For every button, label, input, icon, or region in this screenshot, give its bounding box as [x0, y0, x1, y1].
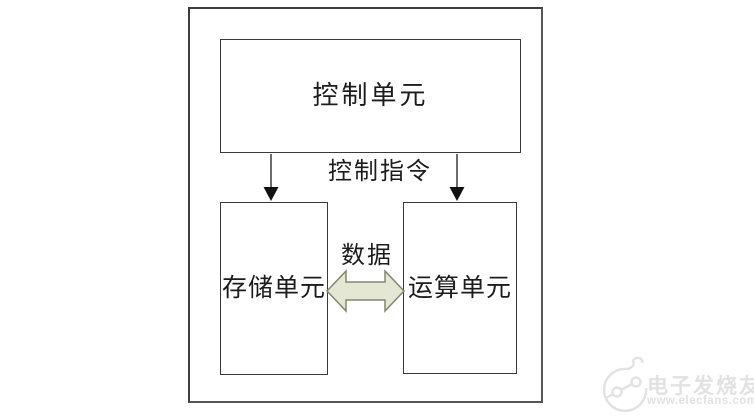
node-storage-unit-label: 存储单元: [221, 275, 326, 302]
node-control-unit-label: 控制单元: [312, 81, 429, 110]
edge-label-data: 数据: [341, 243, 393, 269]
node-compute-unit: 运算单元: [403, 202, 517, 374]
watermark: 电子发烧友 www.elecfans.com: [602, 352, 754, 414]
watermark-brand-text: 电子发烧友: [647, 375, 754, 398]
node-storage-unit: 存储单元: [220, 202, 328, 375]
elecfans-logo-icon: [602, 356, 648, 412]
watermark-url-text: www.elecfans.com: [647, 395, 754, 407]
node-compute-unit-label: 运算单元: [407, 274, 512, 302]
edge-label-control-instruction: 控制指令: [328, 159, 432, 185]
node-control-unit: 控制单元: [220, 39, 521, 153]
